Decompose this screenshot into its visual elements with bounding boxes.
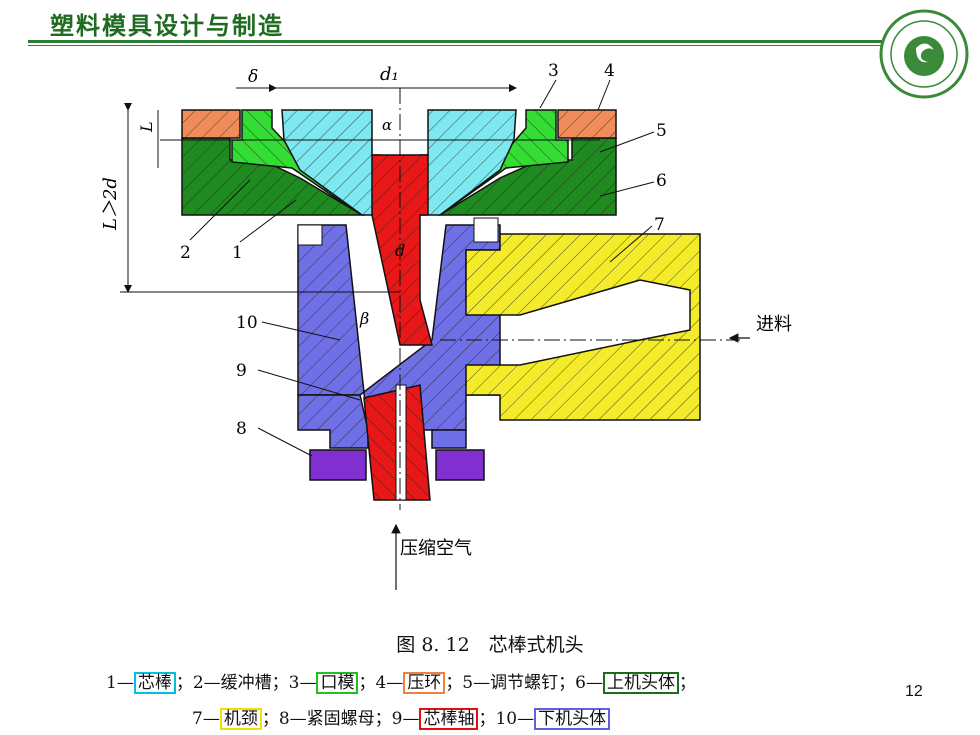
legend-upper-head-body: 上机头体: [602, 672, 679, 694]
alpha-label: α: [382, 116, 392, 134]
feed-label: 进料: [756, 314, 792, 335]
callout-2: 2: [180, 243, 191, 263]
legend-lower-head-body: 下机头体: [534, 708, 611, 730]
legend-buffer-groove: 缓冲槽: [220, 673, 272, 693]
clamp-nut: [309, 449, 485, 481]
page-number: 12: [905, 683, 923, 700]
legend-mandrel-shaft: 芯棒轴: [419, 708, 479, 730]
legend-num: ；8—: [261, 709, 307, 729]
callout-8: 8: [236, 419, 247, 439]
compressed-air-label: 压缩空气: [400, 538, 472, 559]
callout-7: 7: [654, 215, 665, 235]
beta-label: β: [359, 309, 369, 328]
legend-adjust-screw: 调节螺钉: [490, 673, 559, 693]
legend-line-1: 1—芯棒；2—缓冲槽；3—口模；4—压环；5—调节螺钉；6—上机头体；: [106, 668, 696, 694]
callout-6: 6: [656, 171, 667, 191]
upper-head-body: [181, 137, 617, 216]
mandrel: [281, 109, 517, 216]
lower-head-body: [297, 217, 501, 449]
machine-neck: [465, 233, 701, 421]
delta-label: δ: [248, 67, 258, 87]
d-label: d: [395, 241, 405, 260]
callout-3: 3: [548, 61, 559, 81]
legend-num: ；3—: [271, 673, 317, 693]
callout-4: 4: [604, 61, 615, 81]
legend-num: ；2—: [175, 673, 221, 693]
L-label: L: [137, 121, 156, 133]
callout-1: 1: [232, 243, 243, 263]
pressure-ring: [181, 109, 617, 139]
legend-die: 口模: [316, 672, 359, 694]
header-title: 塑料模具设计与制造: [50, 11, 284, 40]
header-rule-thin: [28, 45, 900, 46]
legend-num: ；6—: [558, 673, 603, 693]
university-logo: [879, 9, 969, 99]
legend-machine-neck: 机颈: [219, 708, 262, 730]
L2d-label: L＞2d: [100, 177, 121, 231]
legend-num: ；10—: [478, 709, 535, 729]
legend-num: ；9—: [374, 709, 420, 729]
callout-5: 5: [656, 121, 667, 141]
header-rule: [28, 40, 900, 43]
d1-label: d₁: [380, 64, 399, 85]
legend-num: 1—: [106, 673, 134, 693]
legend-line-2: 7—机颈；8—紧固螺母；9—芯棒轴；10—下机头体: [192, 704, 611, 730]
legend-mandrel: 芯棒: [133, 672, 176, 694]
legend-num: ；4—: [358, 673, 404, 693]
legend-num: 7—: [192, 709, 220, 729]
legend-pressure-ring: 压环: [403, 672, 446, 694]
mandrel-shaft: [363, 154, 433, 501]
legend-clamp-nut: 紧固螺母: [306, 709, 375, 729]
callout-10: 10: [236, 313, 258, 333]
callout-9: 9: [236, 361, 247, 381]
legend-num: ；5—: [445, 673, 491, 693]
figure-caption: 图 8. 12 芯棒式机头: [396, 634, 584, 656]
legend-num: ；: [678, 673, 696, 693]
